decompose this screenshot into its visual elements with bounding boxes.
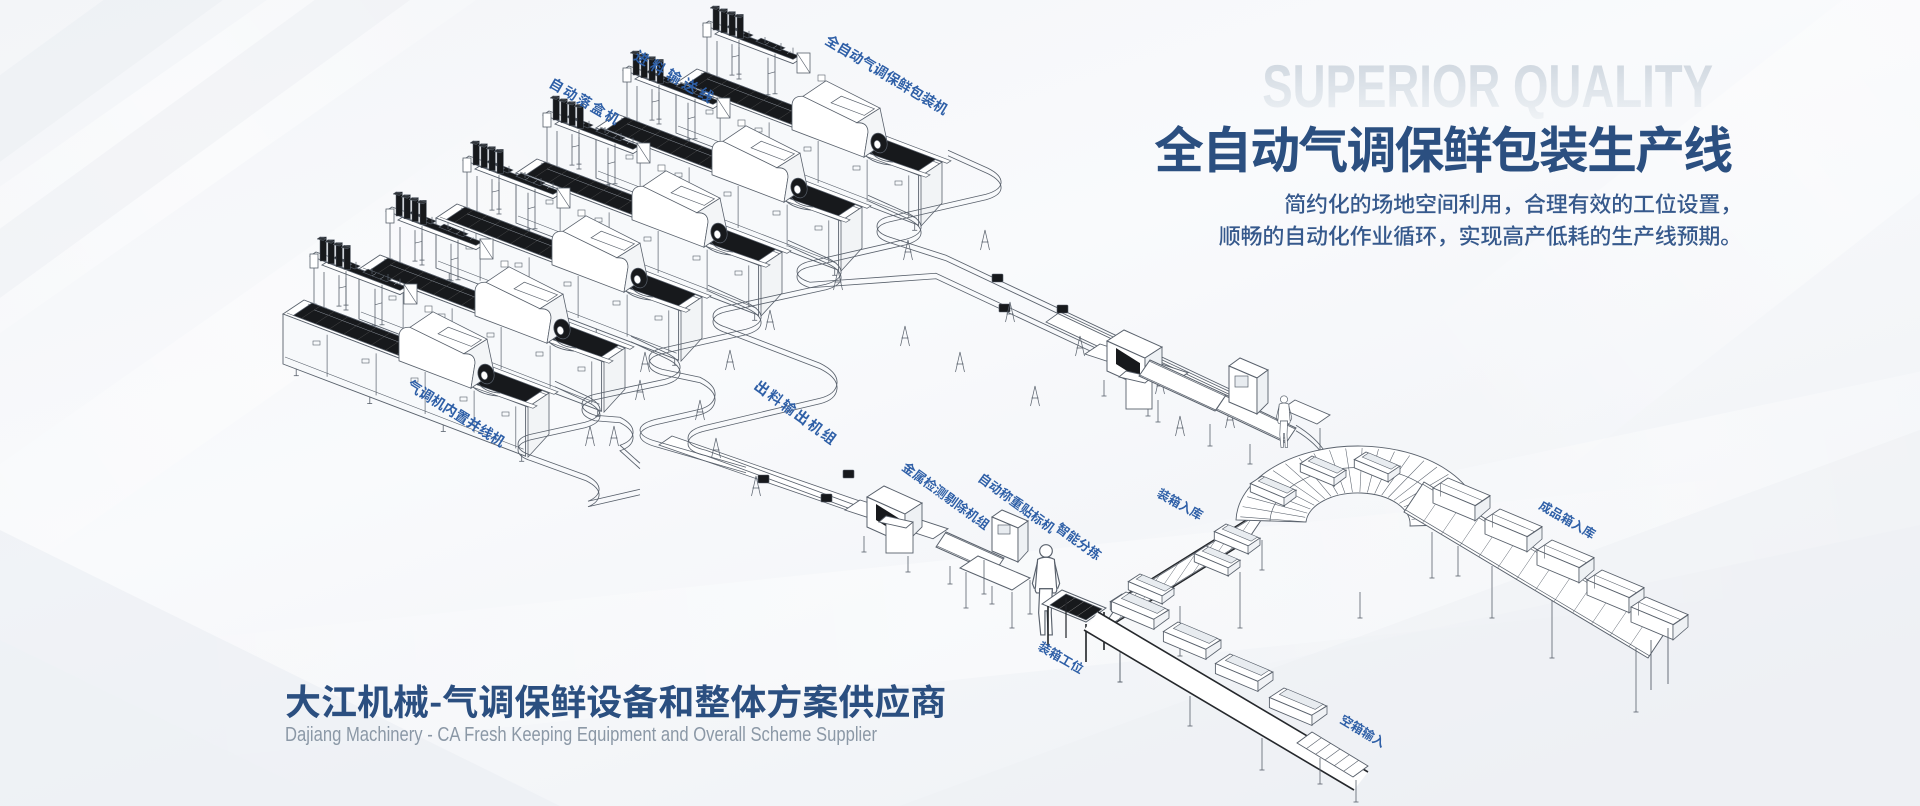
svg-text:Dajiang Machinery - CA Fresh K: Dajiang Machinery - CA Fresh Keeping Equ… (285, 724, 877, 746)
svg-text:SUPERIOR QUALITY: SUPERIOR QUALITY (1262, 54, 1713, 120)
